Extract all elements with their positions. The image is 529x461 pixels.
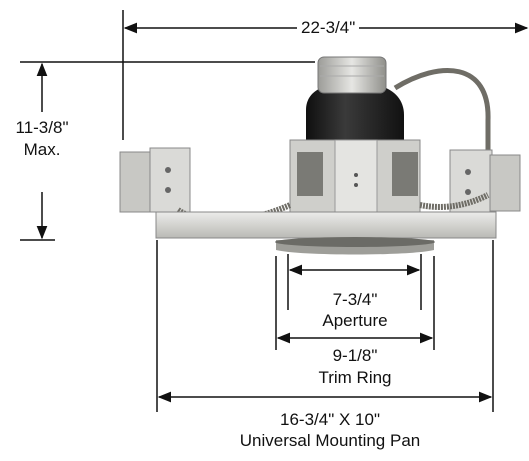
- fixture-illustration: [119, 56, 521, 255]
- reflector-dome: [306, 82, 404, 150]
- max-height-label: 11-3/8": [15, 118, 69, 137]
- conduit-right: [419, 192, 490, 210]
- trim-ring-size-label: 9-1/8": [332, 346, 378, 365]
- cable-top: [393, 67, 491, 195]
- socket-cap: [317, 56, 387, 94]
- mounting-pan-name-label: Universal Mounting Pan: [239, 431, 421, 450]
- aperture-size-label: 7-3/4": [332, 290, 378, 309]
- trim-ring-name-label: Trim Ring: [318, 368, 392, 387]
- mounting-pan: [155, 211, 497, 239]
- overall-width-label: 22-3/4": [297, 18, 360, 38]
- dimension-lines: [20, 10, 529, 412]
- max-height-note: Max.: [23, 140, 61, 159]
- mounting-pan-size-label: 16-3/4" X 10": [280, 410, 380, 429]
- aperture-name-label: Aperture: [322, 311, 388, 330]
